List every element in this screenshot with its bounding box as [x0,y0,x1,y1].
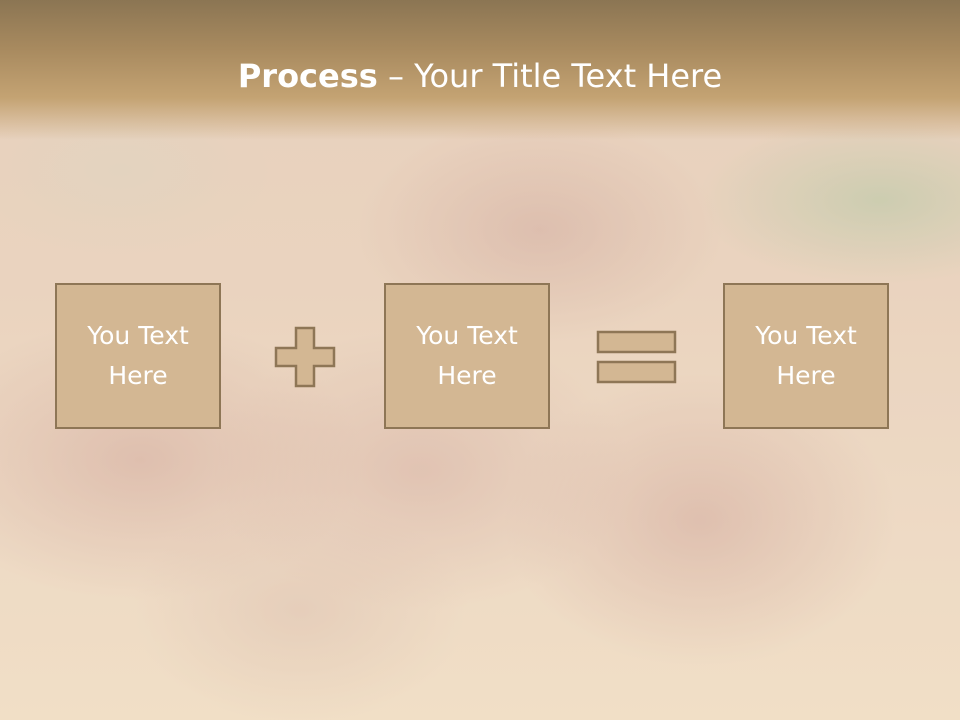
box-line-2: Here [776,361,836,390]
box-line-1: You Text [755,321,857,350]
slide-title[interactable]: Process – Your Title Text Here [0,56,960,96]
process-box-2-text: You Text Here [416,316,518,396]
plus-icon [274,326,336,388]
process-box-2[interactable]: You Text Here [384,283,550,429]
box-line-1: You Text [87,321,189,350]
process-box-1-text: You Text Here [87,316,189,396]
process-box-3[interactable]: You Text Here [723,283,889,429]
process-box-3-text: You Text Here [755,316,857,396]
process-box-1[interactable]: You Text Here [55,283,221,429]
box-line-2: Here [437,361,497,390]
box-line-1: You Text [416,321,518,350]
title-band [0,0,960,140]
title-bold: Process [237,57,378,95]
title-text: Your Title Text Here [414,57,723,95]
title-separator: – [377,57,415,95]
box-line-2: Here [108,361,168,390]
equals-icon [596,330,678,384]
